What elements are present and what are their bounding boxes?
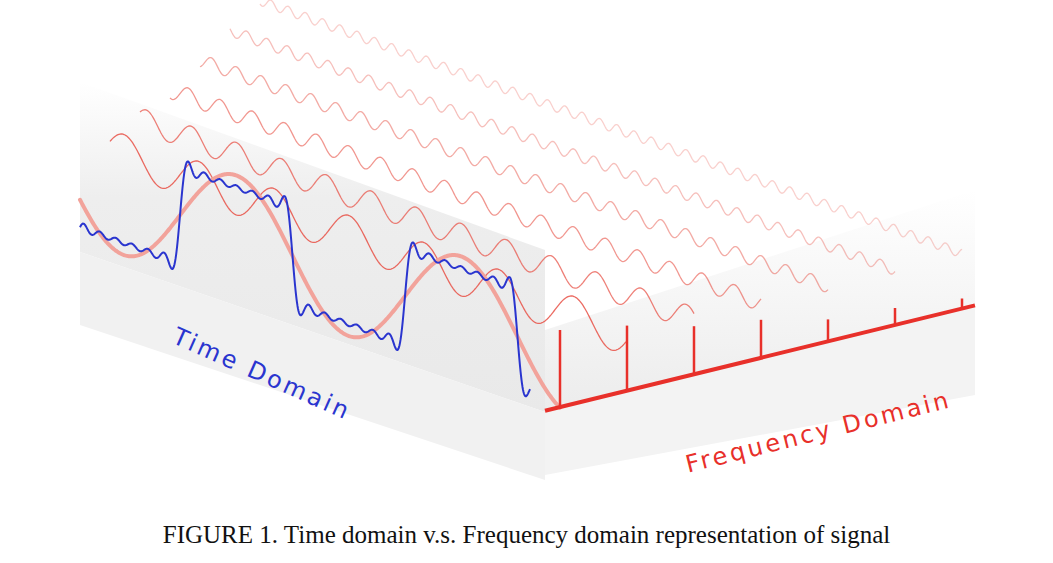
- spectrum-line: [760, 320, 763, 358]
- spectrum-line: [559, 330, 562, 407]
- spectrum-lines: [560, 299, 962, 408]
- harmonic-wave: [140, 110, 694, 321]
- harmonic-wave: [110, 134, 627, 350]
- square-wave: [80, 161, 530, 396]
- spectrum-line: [827, 319, 830, 341]
- spectrum-line: [894, 308, 897, 325]
- harmonic-wave: [260, 0, 962, 256]
- fundamental-wave: [80, 174, 560, 408]
- spectrum-line: [626, 326, 629, 391]
- figure-caption: FIGURE 1. Time domain v.s. Frequency dom…: [163, 521, 890, 549]
- time-floor: [80, 252, 545, 480]
- spectrum-line: [693, 326, 696, 374]
- spectrum-line: [961, 299, 964, 309]
